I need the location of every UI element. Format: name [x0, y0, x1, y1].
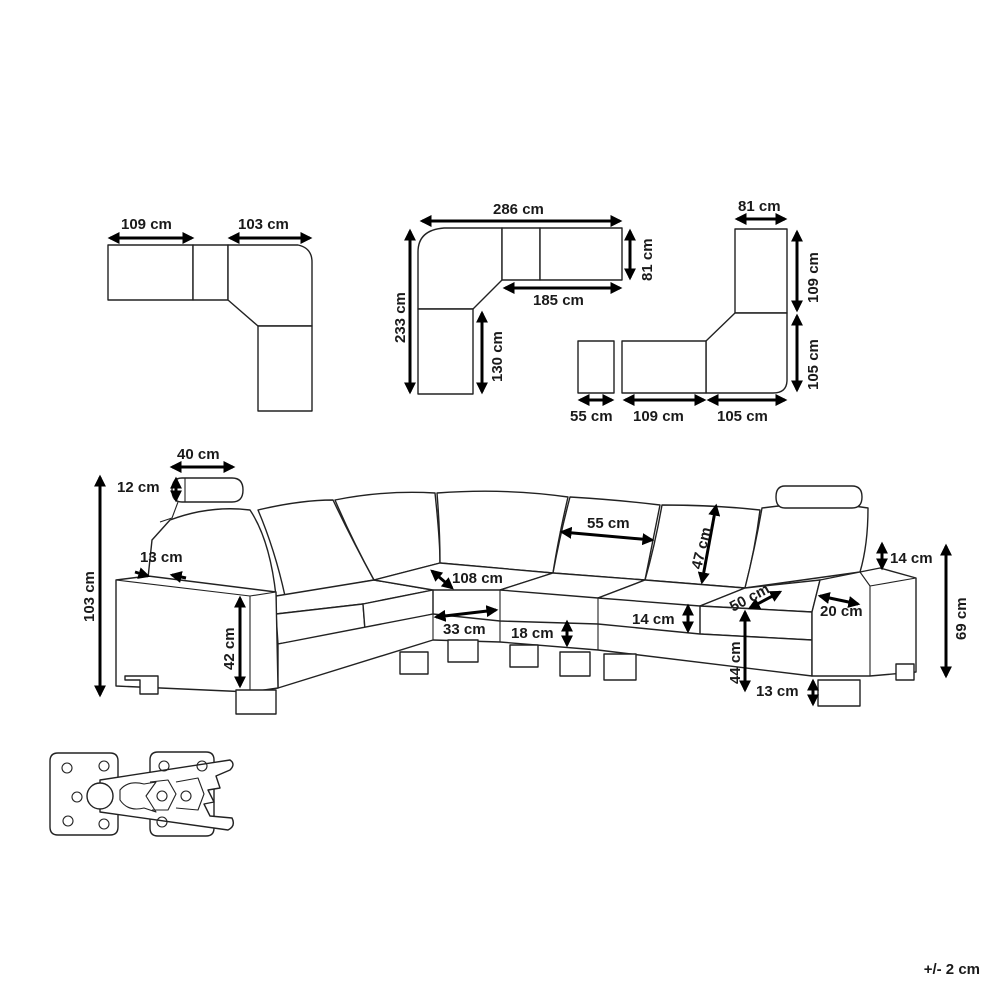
ottoman: [577, 340, 615, 394]
top-view-left: 109 cm 103 cm: [107, 216, 313, 412]
dim-label: 108 cm: [452, 570, 503, 587]
dim-label: 13 cm: [756, 683, 799, 700]
screw-icon: [98, 818, 110, 830]
leg: [399, 651, 429, 675]
dim-label: 105 cm: [805, 339, 822, 390]
screw-icon: [62, 815, 74, 827]
top-view-center: 286 cm 233 cm 81 cm 185 cm 130 cm: [392, 201, 656, 395]
dim-label: 55 cm: [587, 515, 630, 532]
screw-icon: [156, 816, 168, 828]
dim-label: 103 cm: [238, 216, 289, 233]
arm-left: [115, 575, 279, 693]
dim-label: 40 cm: [177, 446, 220, 463]
module-right: [539, 227, 623, 281]
top-view-right: 81 cm 109 cm 105 cm 55 cm 109 cm 105 cm: [570, 198, 822, 425]
dim-label: 286 cm: [493, 201, 544, 218]
screw-icon: [98, 760, 110, 772]
dim-arrow: [169, 571, 187, 583]
leg: [817, 679, 861, 707]
arm-right: [811, 567, 917, 677]
module-left: [621, 340, 707, 394]
connector-pin: [86, 782, 114, 810]
module-mid: [192, 244, 229, 301]
screw-icon: [196, 760, 208, 772]
dim-label: 12 cm: [117, 479, 160, 496]
module-corner: [417, 227, 503, 310]
module-mid: [501, 227, 541, 281]
dim-label: 69 cm: [953, 597, 970, 640]
leg: [447, 639, 479, 663]
screw-icon: [180, 790, 192, 802]
perspective-view: 40 cm 12 cm 13 cm 103 cm 42 cm 108 cm 33…: [81, 446, 970, 715]
dim-arrow: [817, 592, 861, 608]
dim-label: 33 cm: [443, 621, 486, 638]
dim-label: 109 cm: [633, 408, 684, 425]
dim-label: 103 cm: [81, 571, 98, 622]
dim-label: 81 cm: [639, 238, 656, 281]
back-cushion: [436, 490, 569, 574]
dim-label: 130 cm: [489, 331, 506, 382]
dim-label: 109 cm: [805, 252, 822, 303]
dim-label: 109 cm: [121, 216, 172, 233]
screw-icon: [71, 791, 83, 803]
connector-detail: [49, 751, 235, 837]
dim-label: 185 cm: [533, 292, 584, 309]
screw-icon: [156, 790, 168, 802]
dim-label: 42 cm: [221, 627, 238, 670]
module-top: [734, 228, 788, 314]
dim-label: 20 cm: [820, 603, 863, 620]
headrest-right: [775, 485, 863, 509]
module-corner: [705, 312, 788, 394]
dim-arrow: [559, 526, 655, 546]
dim-arrow: [430, 569, 454, 590]
dim-label: 18 cm: [511, 625, 554, 642]
dim-label: 81 cm: [738, 198, 781, 215]
module-down: [417, 308, 474, 395]
module-down: [257, 325, 313, 412]
leg: [559, 651, 591, 677]
dim-label: 55 cm: [570, 408, 613, 425]
leg: [509, 644, 539, 668]
back-cushion: [334, 491, 441, 581]
dim-arrow: [747, 590, 783, 610]
tolerance-note: +/- 2 cm: [923, 961, 980, 978]
leg: [235, 689, 277, 715]
dim-label: 14 cm: [632, 611, 675, 628]
module-left: [107, 244, 194, 301]
screw-icon: [158, 760, 170, 772]
dim-arrow: [433, 605, 499, 622]
module-corner: [227, 244, 313, 327]
headrest-left: [171, 477, 244, 503]
dim-arrow: [697, 503, 721, 585]
dim-label: 44 cm: [727, 641, 744, 684]
dim-label: 105 cm: [717, 408, 768, 425]
screw-icon: [61, 762, 73, 774]
leg: [124, 675, 159, 695]
leg: [895, 663, 915, 681]
dim-label: 13 cm: [140, 549, 183, 566]
dim-label: 233 cm: [392, 292, 409, 343]
dim-arrow: [134, 567, 151, 579]
leg: [603, 653, 637, 681]
dim-label: 14 cm: [890, 550, 933, 567]
